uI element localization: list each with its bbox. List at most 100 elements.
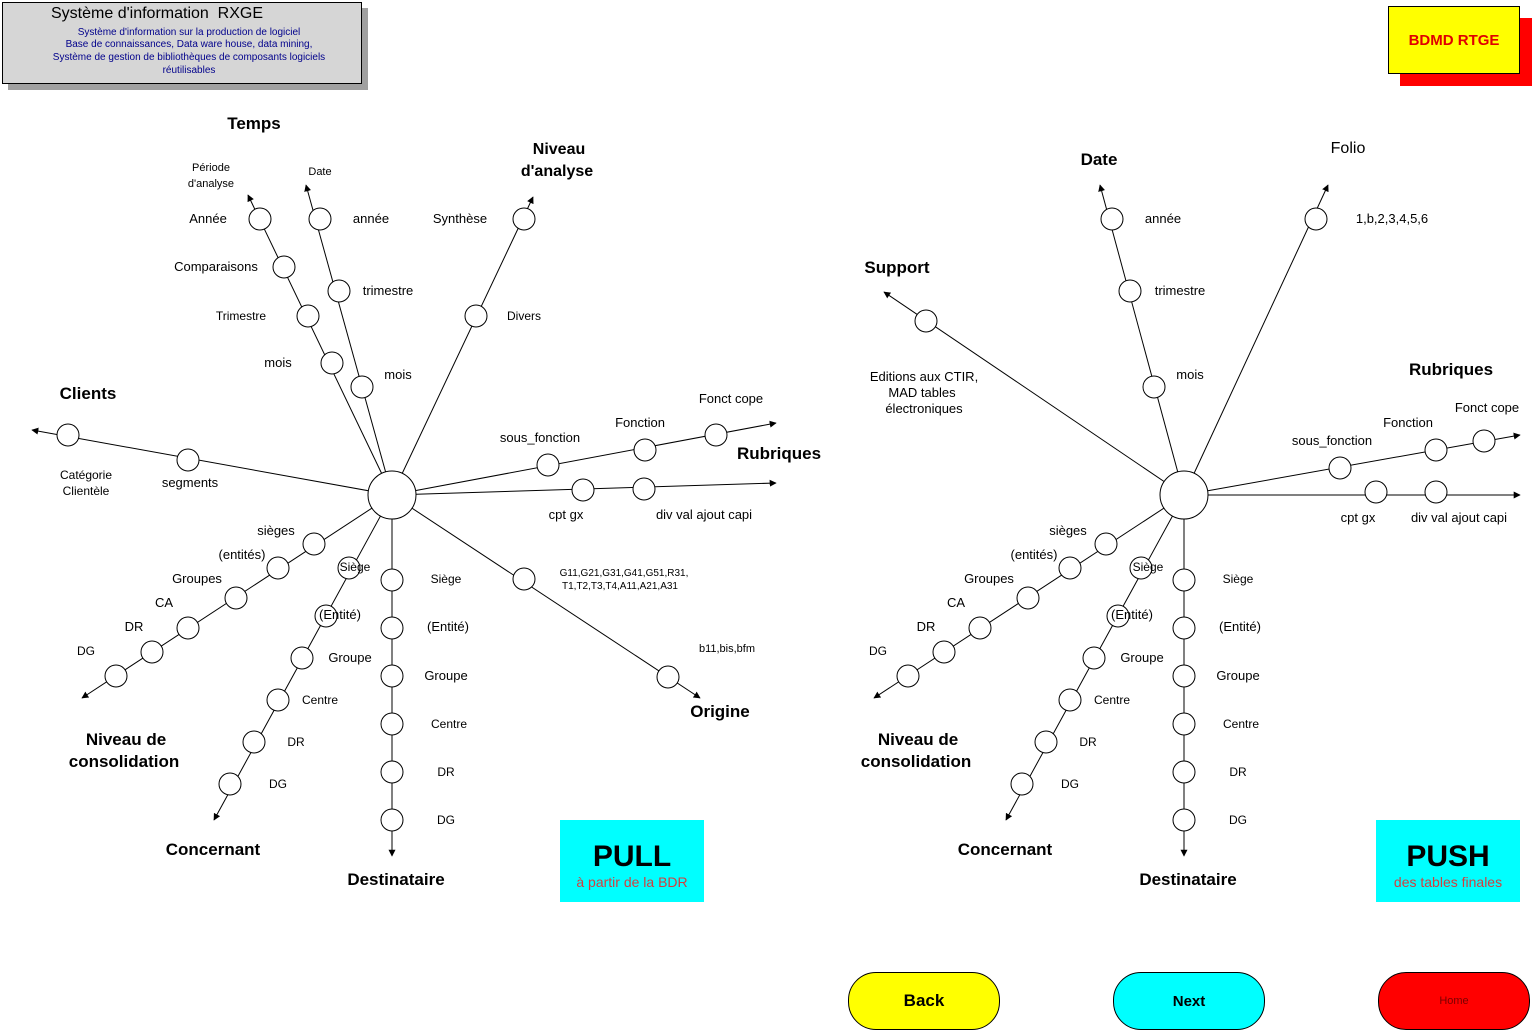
home-button-label: Home bbox=[1439, 995, 1469, 1007]
next-button[interactable]: Next bbox=[1113, 972, 1265, 1030]
r-dim-niveau-conso-label-2: consolidation bbox=[861, 752, 972, 771]
r-editions-label-3: électroniques bbox=[885, 401, 963, 416]
system-title: Système d'information RXGE bbox=[51, 5, 264, 22]
origine-axis-line bbox=[391, 494, 701, 699]
r-rubriques-fonction-node-1 bbox=[1328, 456, 1352, 480]
rubriques-fonction-node-1 bbox=[536, 453, 560, 477]
r-dim-concernant-label: Concernant bbox=[958, 840, 1053, 859]
fonct-cope-label: Fonct cope bbox=[699, 391, 763, 406]
dim-niveau-conso-label-2: consolidation bbox=[69, 752, 180, 771]
r-concernant-node-4 bbox=[1058, 688, 1082, 712]
centre-label-1: Centre bbox=[302, 693, 338, 707]
annee-label: année bbox=[353, 211, 389, 226]
categorie-label-1: Catégorie bbox=[60, 468, 112, 482]
r-cpt-gx-label: cpt gx bbox=[1341, 510, 1376, 525]
r-trimestre-label: trimestre bbox=[1155, 283, 1206, 298]
r-destinataire-node-6 bbox=[1172, 808, 1196, 832]
r-dr-label-1: DR bbox=[917, 619, 936, 634]
origine-codes-label-2: T1,T2,T3,T4,A11,A21,A31 bbox=[562, 581, 678, 592]
destinataire-node-3 bbox=[380, 664, 404, 688]
concernant-node-6 bbox=[218, 772, 242, 796]
r-concernant-node-2 bbox=[1106, 604, 1130, 628]
push-box: PUSH des tables finales bbox=[1376, 820, 1520, 902]
r-dr-label-3: DR bbox=[1229, 765, 1247, 779]
destinataire-node-6 bbox=[380, 808, 404, 832]
r-date-node-3 bbox=[1142, 375, 1166, 399]
categorie-label-2: Clientèle bbox=[63, 484, 110, 498]
r-date-node-2 bbox=[1118, 279, 1142, 303]
dim-niveau-analyse-label-2: d'analyse bbox=[521, 163, 593, 180]
sous-fonction-label: sous_fonction bbox=[500, 430, 580, 445]
r-sieges-label: sièges bbox=[1049, 523, 1087, 538]
r-dim-folio-label: Folio bbox=[1331, 140, 1366, 157]
synthese-label: Synthèse bbox=[433, 211, 487, 226]
niveau-consolidation-node-3 bbox=[224, 586, 248, 610]
entite-label-1: (Entité) bbox=[319, 607, 361, 622]
dim-niveau-conso-label-1: Niveau de bbox=[86, 730, 166, 749]
trimestre-label: trimestre bbox=[363, 283, 414, 298]
dim-clients-label: Clients bbox=[60, 384, 117, 403]
dim-destinataire-label: Destinataire bbox=[347, 870, 444, 889]
r-dg-label-3: DG bbox=[1229, 813, 1247, 827]
back-button[interactable]: Back bbox=[848, 972, 1000, 1030]
r-dim-niveau-conso-label-1: Niveau de bbox=[878, 730, 958, 749]
dr-label-1: DR bbox=[125, 619, 144, 634]
dg-label-1: DG bbox=[77, 644, 95, 658]
r-folio-values-label: 1,b,2,3,4,5,6 bbox=[1356, 211, 1428, 226]
date-label: Date bbox=[308, 166, 331, 178]
cpt-gx-label: cpt gx bbox=[549, 507, 584, 522]
r-niveau-consolidation-node-4 bbox=[968, 616, 992, 640]
r-div-val-label: div val ajout capi bbox=[1411, 510, 1507, 525]
r-niveau-consolidation-node-6 bbox=[896, 664, 920, 688]
r-rubriques-comptes-node-1 bbox=[1364, 480, 1388, 504]
clients-node-1 bbox=[56, 423, 80, 447]
rubriques-comptes-node-1 bbox=[571, 478, 595, 502]
r-dg-label-2: DG bbox=[1061, 777, 1079, 791]
pull-box: PULL à partir de la BDR bbox=[560, 820, 704, 902]
niveau-consolidation-node-1 bbox=[302, 532, 326, 556]
temps-date-node-1 bbox=[308, 207, 332, 231]
r-concernant-node-5 bbox=[1034, 730, 1058, 754]
r-editions-label-2: MAD tables bbox=[888, 385, 956, 400]
r-destinataire-node-4 bbox=[1172, 712, 1196, 736]
groupes-label: Groupes bbox=[172, 571, 222, 586]
r-destinataire-node-5 bbox=[1172, 760, 1196, 784]
bdmd-rtge-label: BDMD RTGE bbox=[1408, 31, 1500, 49]
temps-date-node-2 bbox=[327, 279, 351, 303]
r-concernant-node-6 bbox=[1010, 772, 1034, 796]
home-button[interactable]: Home bbox=[1378, 972, 1530, 1030]
next-button-label: Next bbox=[1172, 992, 1206, 1010]
r-niveau-consolidation-node-5 bbox=[932, 640, 956, 664]
system-desc-line-2: Base de connaissances, Data ware house, … bbox=[65, 39, 313, 50]
trimestre-cap-label: Trimestre bbox=[216, 309, 267, 323]
r-groupes-label: Groupes bbox=[964, 571, 1014, 586]
r-dim-date-label: Date bbox=[1081, 150, 1118, 169]
r-destinataire-node-1 bbox=[1172, 568, 1196, 592]
groupe-label-1: Groupe bbox=[328, 650, 371, 665]
bdmd-rtge-badge[interactable]: BDMD RTGE bbox=[1388, 6, 1520, 74]
niveau-analyse-axis-line bbox=[391, 196, 534, 496]
r-dim-destinataire-label: Destinataire bbox=[1139, 870, 1236, 889]
dr-label-3: DR bbox=[437, 765, 455, 779]
r-dim-support-label: Support bbox=[864, 258, 929, 277]
sieges-label: sièges bbox=[257, 523, 295, 538]
r-groupe-label-1: Groupe bbox=[1120, 650, 1163, 665]
siege-label-2: Siège bbox=[431, 572, 462, 586]
rubriques-fonction-node-2 bbox=[633, 438, 657, 462]
pull-title: PULL bbox=[592, 840, 672, 873]
r-rubriques-fonction-axis-line bbox=[1183, 432, 1521, 496]
niveau-analyse-node-1 bbox=[512, 207, 536, 231]
r-niveau-consolidation-node-3 bbox=[1016, 586, 1040, 610]
r-dim-rubriques-label: Rubriques bbox=[1409, 360, 1493, 379]
origine-node-1 bbox=[512, 567, 536, 591]
r-rubriques-fonction-node-3 bbox=[1472, 429, 1496, 453]
r-groupe-label-2: Groupe bbox=[1216, 668, 1259, 683]
r-ca-label: CA bbox=[947, 595, 965, 610]
r-destinataire-node-2 bbox=[1172, 616, 1196, 640]
mois-label-2: mois bbox=[384, 367, 412, 382]
b11-label: b11,bis,bfm bbox=[699, 643, 755, 655]
r-entites-label: (entités) bbox=[1011, 547, 1058, 562]
temps-periode-node-1 bbox=[248, 207, 272, 231]
push-subtitle: des tables finales bbox=[1393, 874, 1503, 890]
r-niveau-consolidation-node-2 bbox=[1058, 556, 1082, 580]
